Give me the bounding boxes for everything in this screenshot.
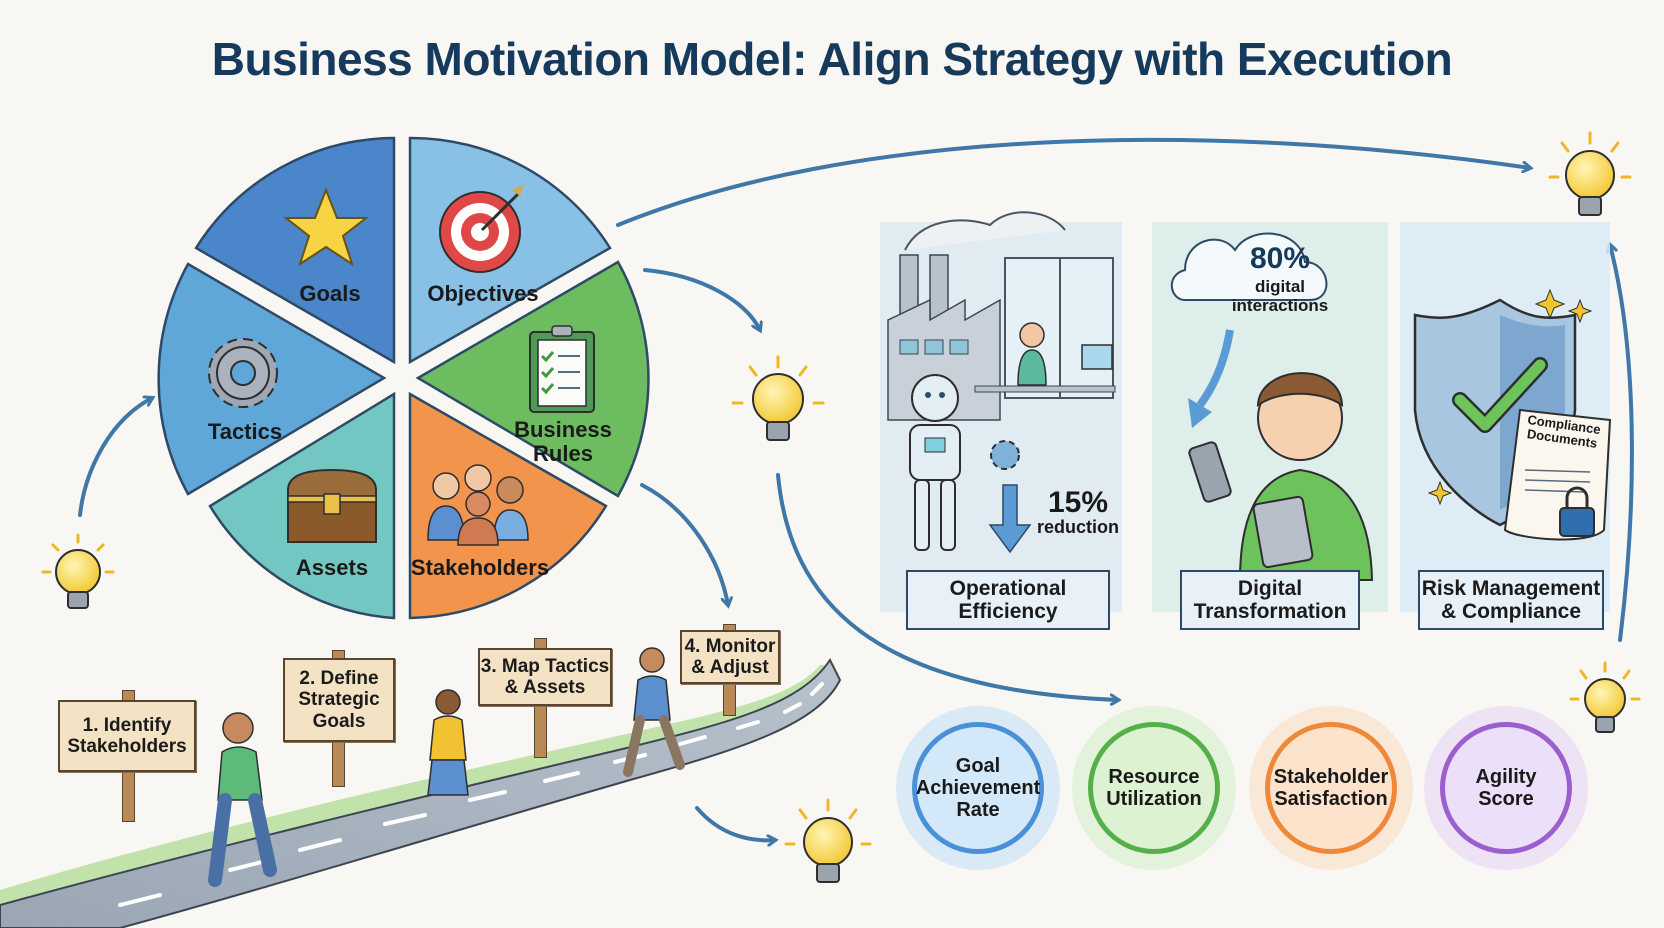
step-4-line2: & Adjust <box>691 657 769 678</box>
step-2-line2: Strategic <box>298 689 380 711</box>
business-rules-line1: Business <box>514 417 612 442</box>
person-with-devices-illustration <box>1170 232 1374 581</box>
kpi-line2: Satisfaction <box>1274 788 1388 810</box>
kpi-line1: Stakeholder <box>1273 766 1389 788</box>
kpi-line3: Rate <box>956 799 1000 821</box>
gear-icon <box>208 338 278 408</box>
banner-line1: Digital <box>1237 576 1303 600</box>
wheel-segment-goals: Goals <box>299 281 361 306</box>
factory-robot-illustration <box>887 211 1116 554</box>
wheel-segment-tactics: Tactics <box>207 419 283 444</box>
digital-stat-line2: interactions <box>1231 295 1329 315</box>
step-1-line2: Stakeholders <box>67 736 187 757</box>
digital-stat-line1: digital <box>1254 277 1306 296</box>
lightbulb-icons <box>41 131 1641 883</box>
wheel-segment-objectives: Objectives <box>427 281 539 306</box>
roadmap-step-4: 4. Monitor& Adjust <box>680 630 780 684</box>
wheel-segment-business-rules: Business Rules <box>508 417 618 467</box>
kpi-line1: Goal <box>955 755 1001 777</box>
banner-line2: Efficiency <box>958 600 1058 623</box>
wheel-segment-assets: Assets <box>295 555 369 580</box>
shield-check-illustration <box>1413 288 1612 541</box>
step-3-line1: 3. Map Tactics <box>480 655 610 677</box>
banner-line1: Risk Management <box>1421 576 1601 600</box>
step-3-line2: & Assets <box>504 677 586 698</box>
wheel-segment-stakeholders: Stakeholders <box>410 555 550 580</box>
digital-stat-label: digital interactions <box>1200 277 1360 315</box>
people-group-icon <box>427 464 529 546</box>
step-1-line1: 1. Identify <box>82 714 172 736</box>
page-title: Business Motivation Model: Align Strateg… <box>211 33 1453 85</box>
roadmap-step-3: 3. Map Tactics& Assets <box>478 648 612 706</box>
operational-stat-label: reduction <box>1036 517 1119 537</box>
step-4-line1: 4. Monitor <box>684 635 776 657</box>
operational-stat-value: 15% <box>1047 486 1109 519</box>
step-2-line1: 2. Define <box>299 668 379 690</box>
star-icon <box>283 187 369 267</box>
kpi-line1: Agility <box>1475 766 1537 788</box>
kpi-line2: Achievement <box>915 777 1041 799</box>
treasure-chest-icon <box>287 468 377 543</box>
step-2-line3: Goals <box>312 710 366 732</box>
banner-line2: Transformation <box>1193 600 1347 623</box>
banner-risk-management: Risk Management& Compliance <box>1418 570 1604 630</box>
kpi-line2: Score <box>1478 788 1534 810</box>
walking-people-illustration <box>208 647 685 887</box>
flow-arrows <box>78 137 1634 840</box>
business-rules-line2: Rules <box>533 441 593 467</box>
road <box>0 658 842 928</box>
banner-line1: Operational <box>949 576 1067 600</box>
clipboard-checklist-icon <box>529 325 595 413</box>
kpi-line1: Resource <box>1108 766 1200 788</box>
kpi-line2: Utilization <box>1106 788 1202 810</box>
digital-stat-value: 80% <box>1249 242 1311 275</box>
target-icon <box>439 184 524 273</box>
banner-line2: & Compliance <box>1440 600 1582 623</box>
